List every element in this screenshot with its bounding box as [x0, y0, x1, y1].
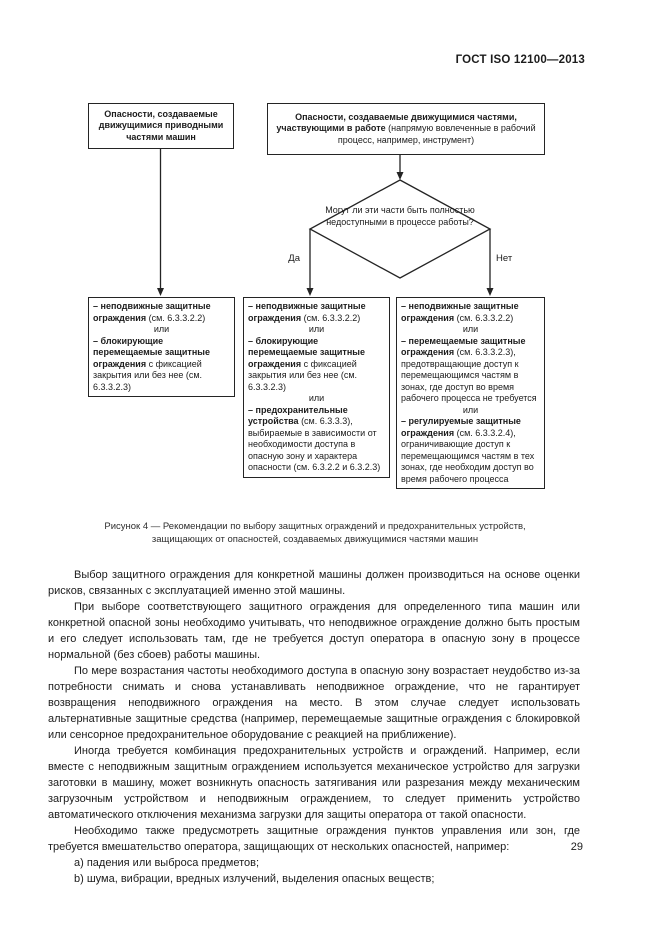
paragraph: Необходимо также предусмотреть защитные …: [48, 825, 580, 853]
arrowhead-icons: [157, 172, 494, 296]
paragraph: Иногда требуется комбинация предохраните…: [48, 745, 580, 821]
branch-label-no: Нет: [496, 253, 513, 264]
guards-option-left-box: – неподвижные защитные ограждения (см. 6…: [88, 297, 235, 397]
figure-caption-line2: защищающих от опасностей, создаваемых дв…: [151, 534, 479, 545]
branch-label-yes: Да: [288, 253, 300, 264]
figure-caption-line1: Рисунок 4 — Рекомендации по выбору защит…: [104, 521, 526, 532]
page-number: 29: [570, 841, 583, 853]
guards-option-middle-text: – неподвижные защитные ограждения (см. 6…: [248, 301, 381, 472]
list-item: b) шума, вибрации, вредных излучений, вы…: [74, 873, 435, 885]
list-item: a) падения или выброса предметов;: [74, 857, 260, 869]
hazard-working-parts-box: Опасности, создаваемые движущимися частя…: [267, 103, 545, 155]
figure-caption: Рисунок 4 — Рекомендации по выбору защит…: [15, 520, 615, 546]
guards-option-middle-box: – неподвижные защитные ограждения (см. 6…: [243, 297, 390, 478]
hazard-drive-parts-box: Опасности, создаваемые движущимися приво…: [88, 103, 234, 149]
decision-diamond-text: Могут ли эти части быть полностью недост…: [325, 205, 475, 227]
paragraph: При выборе соответствующего защитного ог…: [48, 601, 580, 661]
guards-option-right-box: – неподвижные защитные ограждения (см. 6…: [396, 297, 545, 489]
page-header-title: ГОСТ ISO 12100—2013: [455, 54, 585, 66]
hazard-working-parts-text: Опасности, создаваемые движущимися частя…: [276, 111, 536, 145]
guards-option-left-text: – неподвижные защитные ограждения (см. 6…: [93, 301, 211, 392]
guards-option-right-text: – неподвижные защитные ограждения (см. 6…: [401, 301, 537, 484]
body-text: Выбор защитного ограждения для конкретно…: [48, 567, 580, 887]
paragraph: Выбор защитного ограждения для конкретно…: [48, 569, 580, 597]
paragraph: По мере возрастания частоты необходимого…: [48, 665, 580, 741]
hazard-drive-parts-text: Опасности, создаваемые движущимися приво…: [98, 108, 224, 142]
